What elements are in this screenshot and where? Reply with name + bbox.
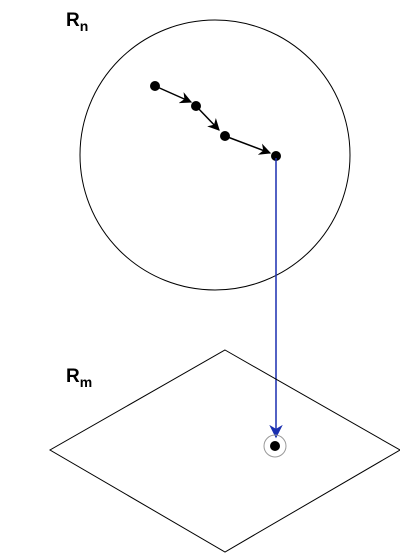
upper-space-label-subscript: n	[80, 18, 89, 34]
upper-space-circle	[79, 19, 351, 291]
target-point-ring	[263, 434, 287, 458]
trajectory-point-final	[271, 151, 281, 161]
upper-space-label-base: R	[66, 10, 80, 31]
trajectory-point-1	[150, 81, 160, 91]
target-point	[270, 441, 280, 451]
trajectory-arrow-2	[195, 105, 220, 131]
lower-space-label-subscript: m	[80, 374, 92, 390]
trajectory-point-2	[191, 101, 201, 111]
trajectory-point-3	[220, 131, 230, 141]
trajectory-arrow-3	[224, 135, 272, 155]
upper-space-label: Rn	[66, 10, 88, 34]
lower-space-plane	[48, 349, 400, 553]
trajectory-arrow-1	[154, 85, 193, 104]
lower-space-label: Rm	[66, 366, 92, 390]
lower-space-label-base: R	[66, 366, 80, 387]
